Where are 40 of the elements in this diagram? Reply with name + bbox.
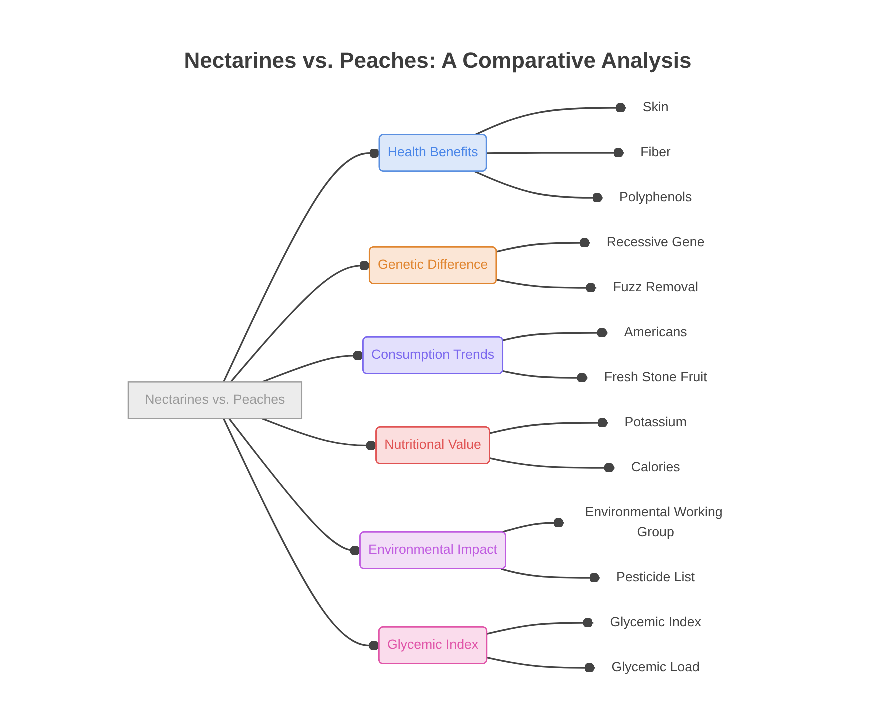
subtopic-text: Calories bbox=[631, 460, 680, 475]
connector-line bbox=[262, 418, 377, 451]
connector-line bbox=[501, 568, 600, 584]
connector-line bbox=[487, 657, 596, 674]
connector-line bbox=[230, 260, 370, 383]
topic-box: Consumption Trends bbox=[362, 336, 504, 374]
topic-box: Genetic Difference bbox=[368, 246, 498, 284]
subtopic-text: Polyphenols bbox=[620, 190, 692, 205]
subtopic-text: Fiber bbox=[640, 146, 672, 160]
connector-line bbox=[474, 170, 603, 204]
connector-line bbox=[490, 418, 608, 434]
subtopic-text: Glycemic Index bbox=[610, 616, 702, 630]
diagram-title: Nectarines vs. Peaches: A Comparative Analysis bbox=[184, 48, 692, 74]
central-topic-box: Nectarines vs. Peaches bbox=[128, 382, 303, 420]
connector-line bbox=[501, 518, 564, 534]
connector-line bbox=[502, 328, 608, 342]
subtopic-text: Fresh Stone Fruit bbox=[604, 370, 708, 385]
connector-line bbox=[487, 618, 594, 635]
topic-box: Environmental Impact bbox=[360, 532, 506, 570]
connector-line bbox=[486, 148, 624, 158]
subtopic-text: Fuzz Removal bbox=[613, 280, 698, 295]
connector-line bbox=[490, 458, 615, 474]
connector-line bbox=[223, 148, 380, 383]
connector-line bbox=[474, 102, 626, 136]
connector-line bbox=[223, 418, 380, 651]
connector-line bbox=[496, 279, 597, 294]
topic-box: Nutritional Value bbox=[376, 426, 490, 464]
connector-line bbox=[496, 238, 590, 253]
subtopic-text: Skin bbox=[642, 100, 669, 115]
subtopic-text: Pesticide List bbox=[616, 570, 696, 585]
subtopic-text: Americans bbox=[624, 326, 688, 340]
connector-line bbox=[262, 350, 364, 383]
topic-box: Glycemic Index bbox=[378, 626, 488, 664]
subtopic-text: Environmental Working Group bbox=[585, 506, 723, 540]
subtopic-text: Potassium bbox=[624, 416, 687, 430]
topic-box: Health Benefits bbox=[378, 134, 488, 172]
subtopic-text: Glycemic Load bbox=[612, 660, 700, 675]
connector-line bbox=[502, 370, 588, 384]
subtopic-text: Recessive Gene bbox=[606, 236, 705, 250]
connector-line bbox=[228, 418, 361, 556]
